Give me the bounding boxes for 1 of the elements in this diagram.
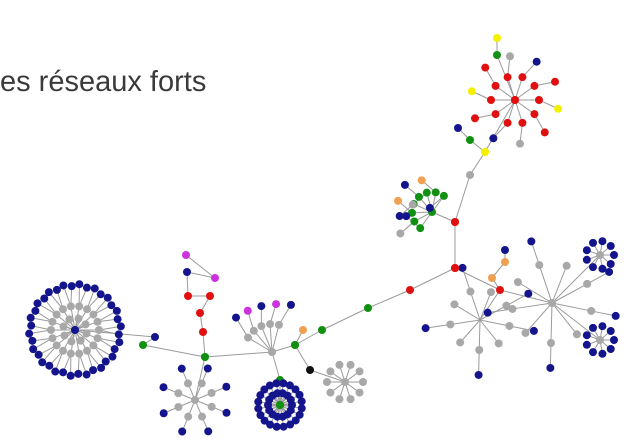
title: es réseaux forts <box>0 66 206 99</box>
